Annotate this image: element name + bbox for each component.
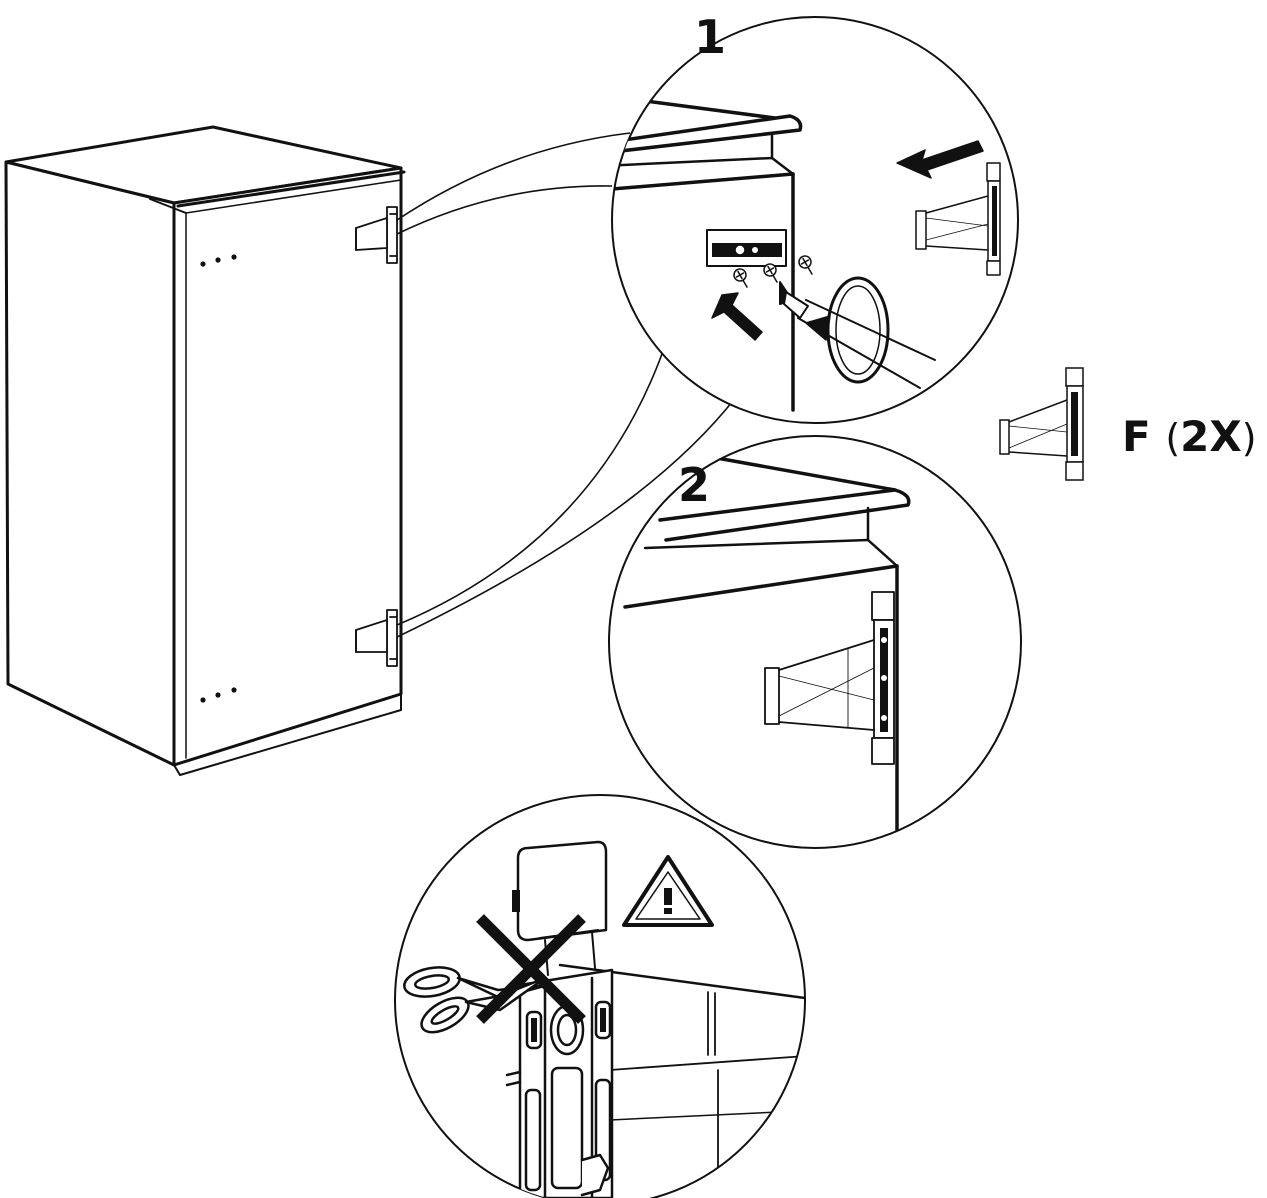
step-number-1: 1 xyxy=(694,10,727,64)
rotate-clockwise-icon xyxy=(805,276,890,384)
lower-hinge-bracket xyxy=(355,609,398,667)
detail-1-circle xyxy=(611,16,1019,424)
hinge-bracket-mounted xyxy=(764,591,895,765)
detail-2 xyxy=(608,435,1022,849)
part-f-icon xyxy=(999,367,1084,481)
hinge-bracket-part xyxy=(915,162,1001,276)
screws xyxy=(733,255,813,288)
paren-open: ( xyxy=(1165,416,1181,460)
screwdriver xyxy=(779,281,936,389)
part-letter: F xyxy=(1122,412,1151,461)
screw-holes-top xyxy=(200,254,237,267)
detail-2-circle xyxy=(608,435,1022,849)
cross-out-icon xyxy=(476,914,586,1024)
paren-close: ) xyxy=(1241,416,1257,460)
detail-1 xyxy=(611,16,1019,424)
fridge-side xyxy=(4,160,176,767)
bracket-body xyxy=(505,968,614,1198)
arrow-icon xyxy=(711,292,763,341)
detail-3 xyxy=(394,794,806,1198)
step-number-2: 2 xyxy=(678,458,711,512)
callout-leaders xyxy=(396,132,737,638)
arrow-icon xyxy=(896,140,984,179)
part-label: F (2X) xyxy=(1122,416,1257,458)
plastic-tab xyxy=(516,840,608,942)
warning-triangle-icon xyxy=(622,855,714,927)
refrigerator xyxy=(4,125,406,776)
fridge-door xyxy=(172,166,403,767)
part-quantity: 2X xyxy=(1180,412,1242,461)
upper-hinge-bracket xyxy=(355,206,398,264)
screw-holes-bottom xyxy=(200,687,237,703)
